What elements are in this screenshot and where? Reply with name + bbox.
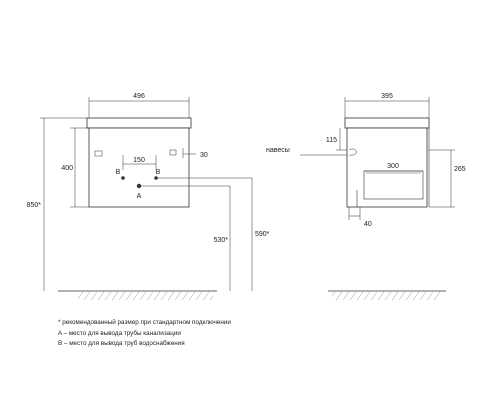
total-height-label: 850* bbox=[27, 202, 42, 209]
side-view bbox=[300, 97, 455, 220]
point-a-label: A bbox=[137, 193, 142, 200]
point-a-marker bbox=[136, 183, 142, 189]
note-a: A – место для вывода трубы канализации bbox=[58, 329, 181, 337]
side-bottom-offset-label: 40 bbox=[364, 221, 372, 228]
side-countertop bbox=[344, 117, 430, 129]
height-label: 400 bbox=[61, 165, 73, 172]
point-b-left-label: B bbox=[116, 169, 121, 176]
width-label: 496 bbox=[133, 93, 145, 100]
notes-block: * рекомендованный размер при стандартном… bbox=[58, 318, 231, 350]
side-top-offset-label: 115 bbox=[326, 137, 337, 144]
point-b-right-marker bbox=[154, 176, 158, 180]
point-b-left-marker bbox=[121, 176, 125, 180]
side-depth-label: 395 bbox=[381, 93, 393, 100]
note-b: B – место для вывода труб водоснабжения bbox=[58, 340, 185, 347]
note-recommended: * рекомендованный размер при стандартном… bbox=[58, 319, 231, 326]
hinge-mark-left bbox=[94, 150, 103, 157]
side-drawer-depth-label: 300 bbox=[387, 163, 399, 170]
side-cabinet-body bbox=[346, 127, 428, 208]
point-b-right-label: B bbox=[156, 169, 161, 176]
hanging-bracket bbox=[348, 148, 358, 156]
side-mount-label: навесы bbox=[266, 147, 290, 154]
floor-hatch-right bbox=[332, 292, 440, 300]
supply-height-label: 590* bbox=[255, 231, 270, 238]
countertop bbox=[86, 117, 192, 129]
front-view bbox=[40, 97, 253, 291]
drain-height-label: 530* bbox=[214, 237, 229, 244]
right-offset-label: 30 bbox=[200, 152, 208, 159]
floor-hatch-left bbox=[78, 292, 213, 300]
cabinet-body bbox=[88, 127, 190, 208]
pipe-spacing-label: 150 bbox=[133, 157, 145, 164]
hinge-mark-right bbox=[169, 149, 177, 156]
side-drawer-height-label: 265 bbox=[454, 166, 466, 173]
